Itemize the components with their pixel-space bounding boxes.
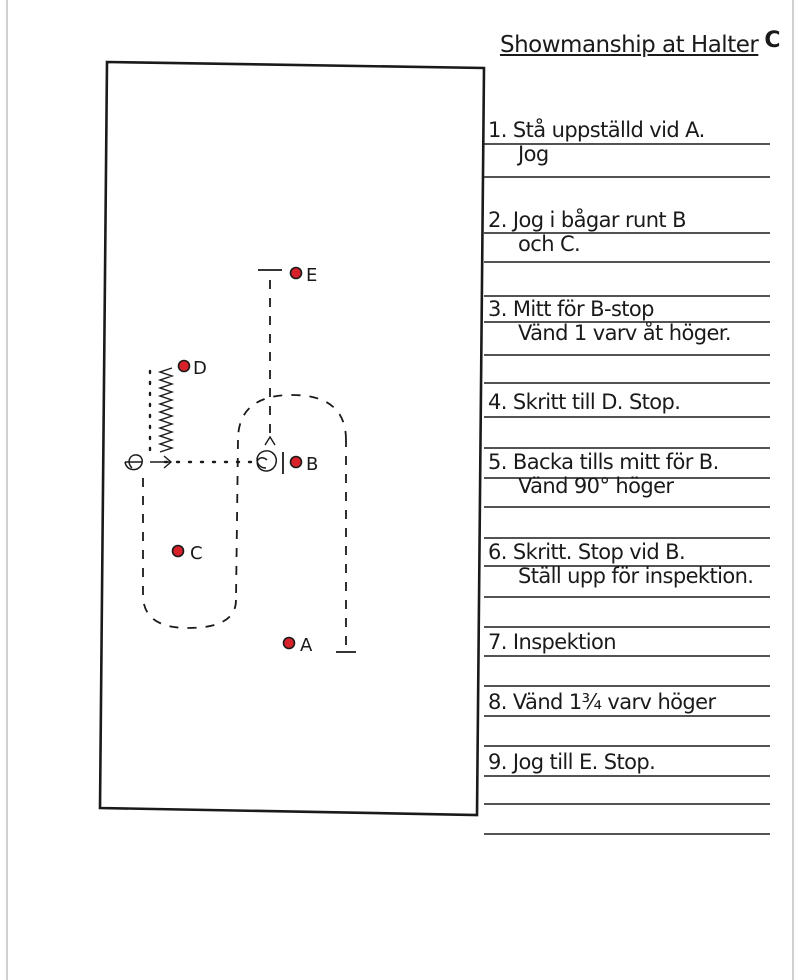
spiral-turn-b-icon (256, 450, 278, 472)
marker-b-label: B (306, 454, 318, 475)
step-9-line1: 9. Jog till E. Stop. (488, 750, 656, 774)
pattern-title-text: Showmanship at Halter (500, 32, 759, 58)
step-8: 8. Vänd 1¾ varv höger (488, 690, 716, 714)
step-3: 3. Mitt för B-stop Vänd 1 varv åt höger. (488, 297, 732, 345)
step-5: 5. Backa tills mitt för B. Vänd 90° höge… (488, 450, 719, 498)
marker-c: C (171, 543, 203, 564)
arrow-up-b (264, 435, 276, 446)
step-1-line2: Jog (518, 142, 549, 166)
step-2-line1: 2. Jog i bågar runt B (488, 208, 687, 232)
marker-c-label: C (190, 543, 203, 564)
step-1-line1: 1. Stå uppställd vid A. (488, 118, 705, 142)
step-3-line1: 3. Mitt för B-stop (488, 297, 655, 321)
pattern-letter: C (764, 28, 780, 53)
step-4: 4. Skritt till D. Stop. (488, 390, 681, 414)
arena-border (98, 60, 486, 817)
path-between (235, 439, 239, 601)
arrow-left (150, 455, 173, 469)
marker-a-label: A (300, 635, 313, 656)
step-6-line2: Ställ upp för inspektion. (518, 564, 754, 588)
step-2: 2. Jog i bågar runt B och C. (488, 208, 687, 256)
step-2-line2: och C. (518, 232, 581, 256)
marker-e: E (289, 265, 317, 286)
step-3-line2: Vänd 1 varv åt höger. (518, 321, 732, 345)
marker-a: A (282, 635, 313, 656)
step-6-line1: 6. Skritt. Stop vid B. (488, 540, 686, 564)
marker-d: D (177, 358, 207, 379)
step-9: 9. Jog till E. Stop. (488, 750, 656, 774)
step-8-line1: 8. Vänd 1¾ varv höger (488, 690, 716, 714)
path-walk-zigzag (157, 367, 175, 453)
marker-b: B (289, 454, 318, 475)
step-6: 6. Skritt. Stop vid B. Ställ upp för ins… (488, 540, 754, 588)
ruled-lines (484, 143, 770, 835)
path-arc-b (237, 394, 347, 441)
spiral-turn-left-icon (124, 454, 143, 471)
step-1: 1. Stå uppställd vid A. Jog (488, 118, 705, 166)
step-4-line1: 4. Skritt till D. Stop. (488, 390, 681, 414)
step-5-line1: 5. Backa tills mitt för B. (488, 450, 719, 474)
step-7: 7. Inspektion (488, 630, 617, 654)
pattern-path (142, 280, 347, 645)
marker-e-label: E (306, 265, 317, 286)
step-5-line2: Vänd 90° höger (518, 474, 674, 498)
marker-d-label: D (193, 358, 207, 379)
step-7-line1: 7. Inspektion (488, 630, 617, 654)
path-arc-c (142, 594, 237, 629)
